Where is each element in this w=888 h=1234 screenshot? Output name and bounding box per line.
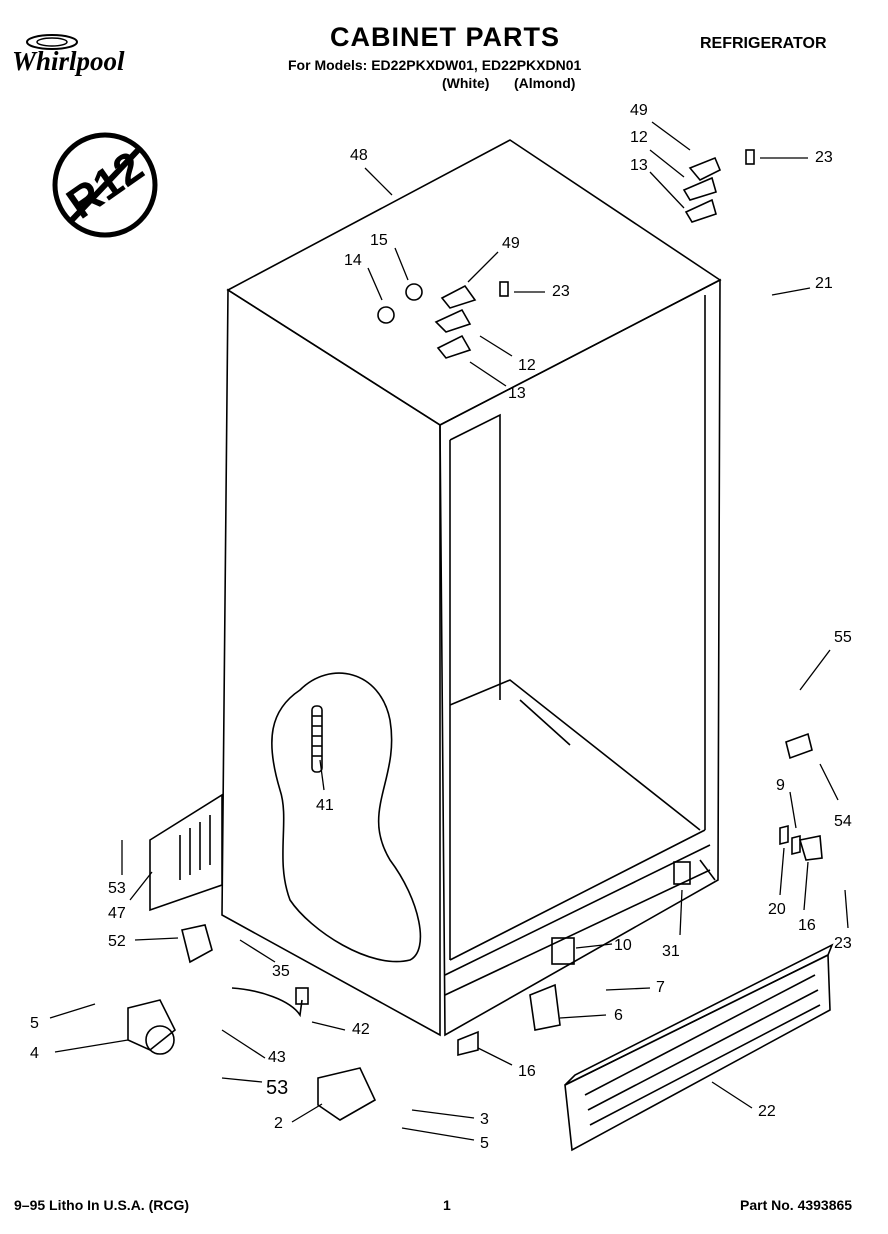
variant-almond: (Almond) (514, 75, 576, 91)
base-parts (127, 732, 823, 1121)
callout-49-left: 49 (502, 235, 520, 252)
callout-6: 6 (614, 1007, 623, 1024)
callout-16-bottom: 16 (518, 1063, 536, 1080)
callout-49-top: 49 (630, 102, 648, 119)
callout-52: 52 (108, 933, 126, 950)
callout-23-left: 23 (552, 283, 570, 300)
cabinet-shell (221, 139, 722, 1037)
callout-21: 21 (815, 275, 833, 292)
page-number: 1 (443, 1197, 451, 1213)
callout-9: 9 (776, 777, 785, 794)
callout-53-bottom: 53 (266, 1077, 288, 1099)
callout-13-top: 13 (630, 157, 648, 174)
callout-31: 31 (662, 943, 680, 960)
top-hinge-right (682, 149, 755, 223)
callout-12-top: 12 (630, 129, 648, 146)
callout-13-left: 13 (508, 385, 526, 402)
callout-10: 10 (614, 937, 632, 954)
page-title: CABINET PARTS (330, 22, 561, 52)
side-cutout (271, 672, 422, 963)
no-r12-icon: R12 (52, 132, 158, 238)
callout-53-top: 53 (108, 880, 126, 897)
callout-12-left: 12 (518, 357, 536, 374)
callout-48: 48 (350, 147, 368, 164)
callout-15: 15 (370, 232, 388, 249)
callout-numbers: 48 49 12 13 23 15 14 49 23 12 13 21 55 5… (30, 102, 852, 1152)
callout-2: 2 (274, 1115, 283, 1132)
callout-54: 54 (834, 813, 852, 830)
category-label: REFRIGERATOR (700, 35, 827, 52)
callout-43: 43 (268, 1049, 286, 1066)
part-number: Part No. 4393865 (740, 1197, 853, 1213)
callout-20: 20 (768, 901, 786, 918)
callout-23-top: 23 (815, 149, 833, 166)
callout-22: 22 (758, 1103, 776, 1120)
brand-logo: Whirlpool (12, 46, 125, 76)
callout-7: 7 (656, 979, 665, 996)
litho-note: 9–95 Litho In U.S.A. (RCG) (14, 1197, 190, 1213)
models-line: For Models: ED22PKXDW01, ED22PKXDN01 (288, 57, 582, 73)
callout-55: 55 (834, 629, 852, 646)
callout-23-right: 23 (834, 935, 852, 952)
logo-swirl-icon (26, 34, 78, 50)
callout-42: 42 (352, 1021, 370, 1038)
toe-grille (564, 943, 834, 1152)
leader-lines (49, 121, 849, 1141)
callout-3: 3 (480, 1111, 489, 1128)
top-hinge-left (377, 281, 509, 359)
variant-white: (White) (442, 75, 490, 91)
callout-35: 35 (272, 963, 290, 980)
callout-16-right: 16 (798, 917, 816, 934)
callout-5-left: 5 (30, 1015, 39, 1032)
drain-hose (311, 705, 323, 773)
callout-41: 41 (316, 797, 334, 814)
callout-4: 4 (30, 1045, 39, 1062)
rear-panel (149, 793, 223, 912)
callout-47: 47 (108, 905, 126, 922)
callout-5-bottom: 5 (480, 1135, 489, 1152)
callout-14: 14 (344, 252, 362, 269)
